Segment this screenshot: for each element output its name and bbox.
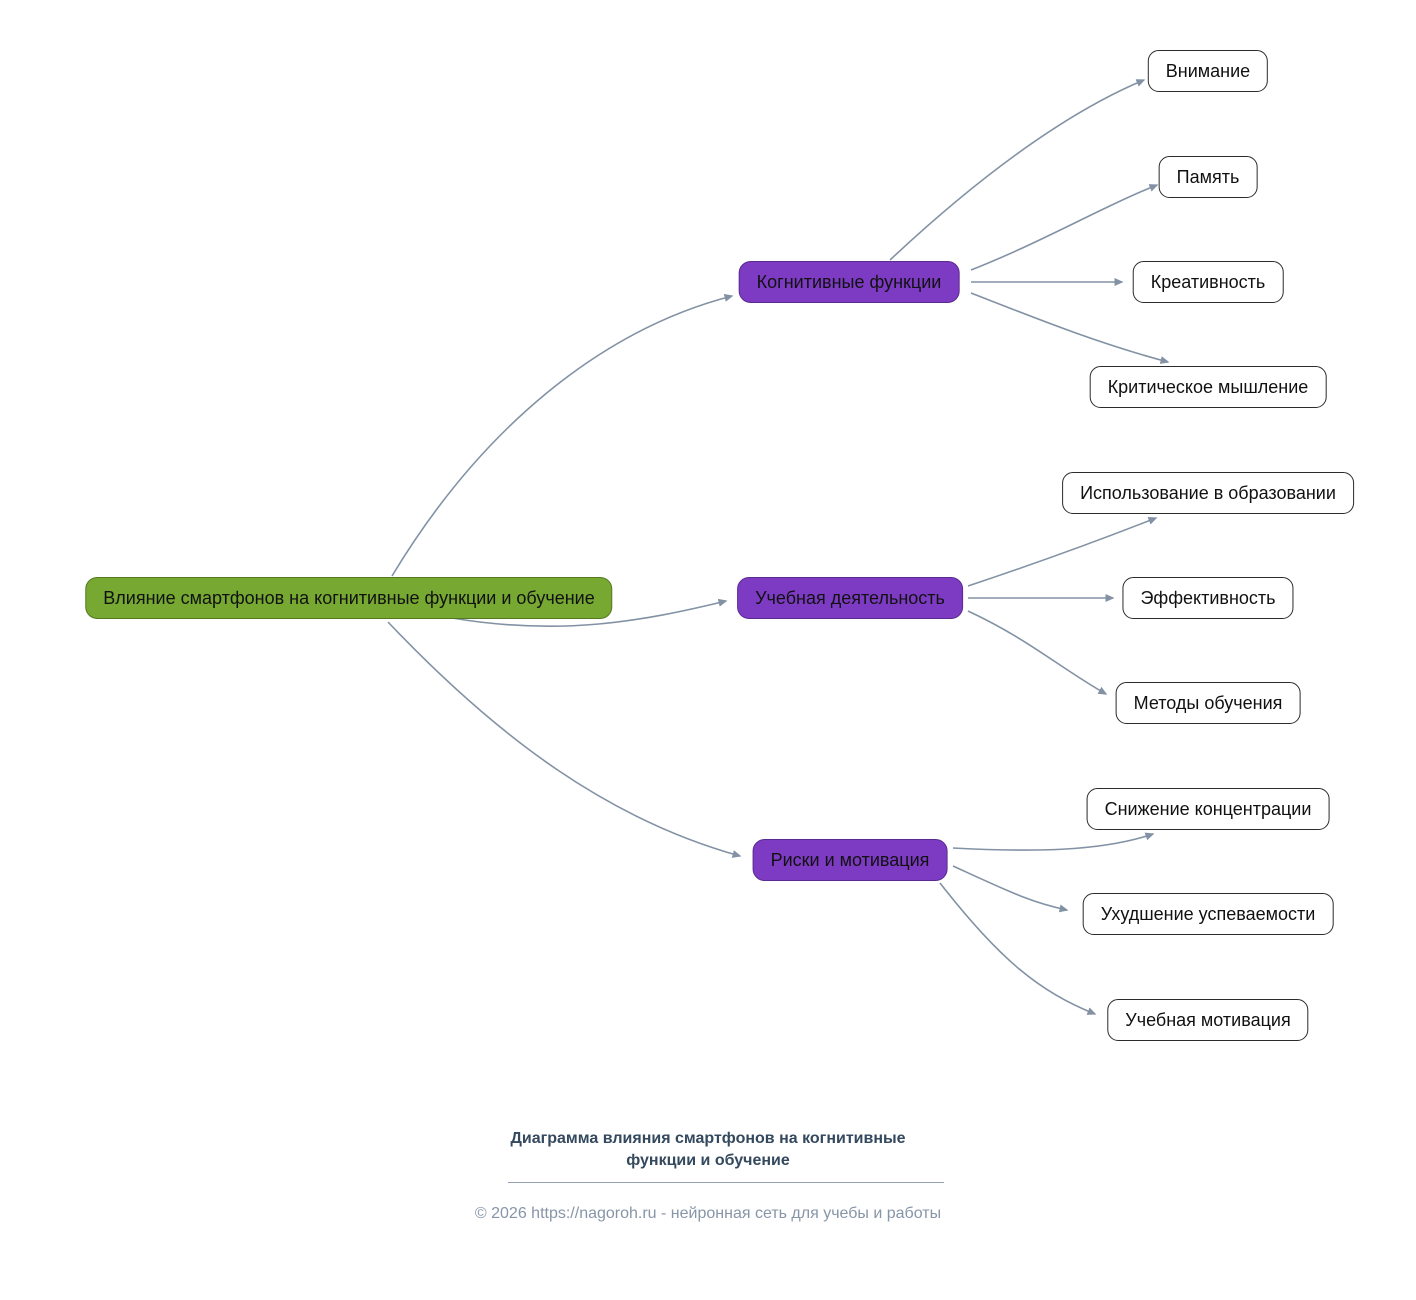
leaf-node-memory: Память (1158, 156, 1258, 198)
edge-root-risks (387, 621, 742, 858)
root-node-smartphone-influence: Влияние смартфонов на когнитивные функци… (85, 577, 613, 619)
diagram-caption: Диаграмма влияния смартфонов на когнитив… (0, 1128, 1416, 1171)
copyright-text: © 2026 https://nagoroh.ru - нейронная се… (474, 1205, 942, 1222)
footer-divider (508, 1182, 944, 1183)
leaf-node-learning-motivation: Учебная мотивация (1107, 999, 1309, 1041)
edge-root-learning (451, 598, 728, 628)
leaf-node-attention: Внимание (1147, 50, 1269, 92)
edge-risks-concentration (952, 832, 1155, 851)
branch-node-cognitive-functions: Когнитивные функции (738, 261, 960, 303)
diagram-caption-line2: функции и обучение (626, 1151, 790, 1169)
edge-root-cognitive (391, 294, 734, 577)
edge-cognitive-critical (970, 292, 1170, 364)
edge-learning-methods (967, 610, 1108, 695)
edge-learning-education (967, 517, 1158, 587)
leaf-node-reduced-concentration: Снижение концентрации (1086, 788, 1330, 830)
leaf-node-effectiveness: Эффективность (1122, 577, 1294, 619)
leaf-node-critical-thinking: Критическое мышление (1089, 366, 1327, 408)
leaf-node-worse-performance: Ухудшение успеваемости (1082, 893, 1334, 935)
edge-cognitive-attention (889, 79, 1146, 261)
edge-cognitive-memory (970, 184, 1159, 271)
edge-risks-performance (952, 865, 1069, 913)
diagram-caption-line1: Диаграмма влияния смартфонов на когнитив… (510, 1130, 906, 1147)
branch-node-risks-motivation: Риски и мотивация (752, 839, 948, 881)
leaf-node-teaching-methods: Методы обучения (1115, 682, 1301, 724)
leaf-node-creativity: Креативность (1132, 261, 1284, 303)
branch-node-learning-activity: Учебная деятельность (737, 577, 963, 619)
leaf-node-use-in-education: Использование в образовании (1062, 472, 1354, 514)
edge-risks-motivation (939, 882, 1097, 1015)
